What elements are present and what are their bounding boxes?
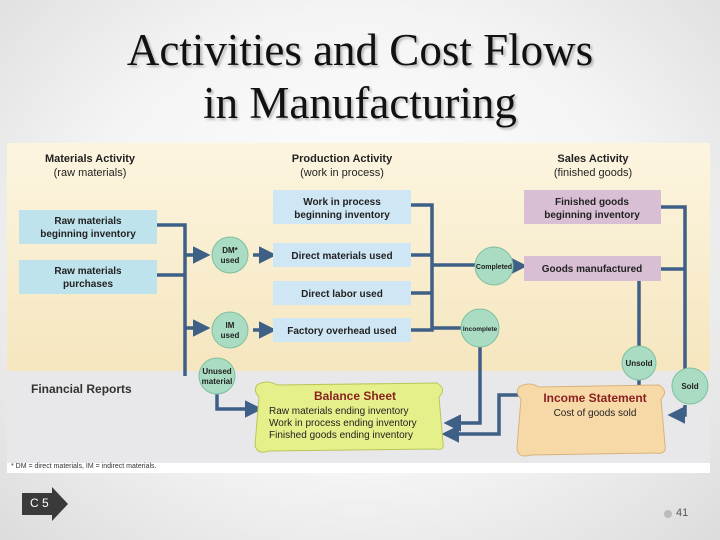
raw-materials-purchases-label-2: purchases [63, 279, 113, 290]
page-dot-icon [664, 510, 672, 518]
unsold-label: Unsold [625, 359, 652, 368]
production-header-2: (work in process) [300, 167, 384, 179]
unused-material-node [199, 358, 235, 394]
income-statement-line: Cost of goods sold [554, 408, 637, 419]
slide-title-line-2: in Manufacturing [0, 80, 720, 126]
finished-goods-beginning-label-2: beginning inventory [544, 210, 640, 221]
unused-material-label-2: material [202, 377, 233, 386]
raw-materials-beginning-label: Raw materials [54, 216, 122, 227]
goods-manufactured-label: Goods manufactured [542, 264, 643, 275]
direct-labor-label: Direct labor used [301, 289, 383, 300]
factory-overhead-label: Factory overhead used [287, 326, 396, 337]
slide-code-badge: C 5 [22, 487, 68, 521]
slide-title-line-1: Activities and Cost Flows [0, 27, 720, 73]
materials-header-1: Materials Activity [45, 153, 136, 165]
completed-label: Completed [476, 264, 512, 271]
slide-code-text: C 5 [30, 496, 49, 510]
direct-materials-label: Direct materials used [291, 251, 392, 262]
income-statement-title: Income Statement [543, 391, 646, 405]
sales-header-2: (finished goods) [554, 167, 632, 179]
balance-sheet-line-wip: Work in process ending inventory [269, 418, 417, 429]
unused-material-label: Unused [202, 367, 231, 376]
footnote: * DM = direct materials, IM = indirect m… [11, 463, 157, 470]
dm-used-node [212, 237, 248, 273]
im-used-label-2: used [221, 331, 240, 340]
balance-sheet-line-fg: Finished goods ending inventory [269, 430, 413, 441]
raw-materials-purchases-label: Raw materials [54, 266, 122, 277]
raw-materials-beginning-label-2: beginning inventory [40, 229, 136, 240]
cost-flow-diagram: Materials Activity (raw materials) Produ… [7, 143, 710, 473]
im-used-label: IM [226, 321, 235, 330]
wip-beginning-label-2: beginning inventory [294, 210, 390, 221]
sales-header-1: Sales Activity [557, 153, 629, 165]
production-header-1: Production Activity [292, 153, 393, 165]
balance-sheet-title: Balance Sheet [314, 389, 396, 403]
dm-used-label-2: used [221, 256, 240, 265]
finished-goods-beginning-label: Finished goods [555, 197, 629, 208]
balance-sheet-line-raw: Raw materials ending inventory [269, 406, 409, 417]
wip-beginning-label: Work in process [303, 197, 381, 208]
incomplete-label: Incomplete [463, 326, 498, 333]
materials-header-2: (raw materials) [54, 167, 127, 179]
page-number: 41 [676, 507, 688, 519]
financial-reports-label: Financial Reports [31, 382, 132, 396]
sold-label: Sold [681, 382, 698, 391]
dm-used-label: DM* [222, 246, 238, 255]
im-used-node [212, 312, 248, 348]
